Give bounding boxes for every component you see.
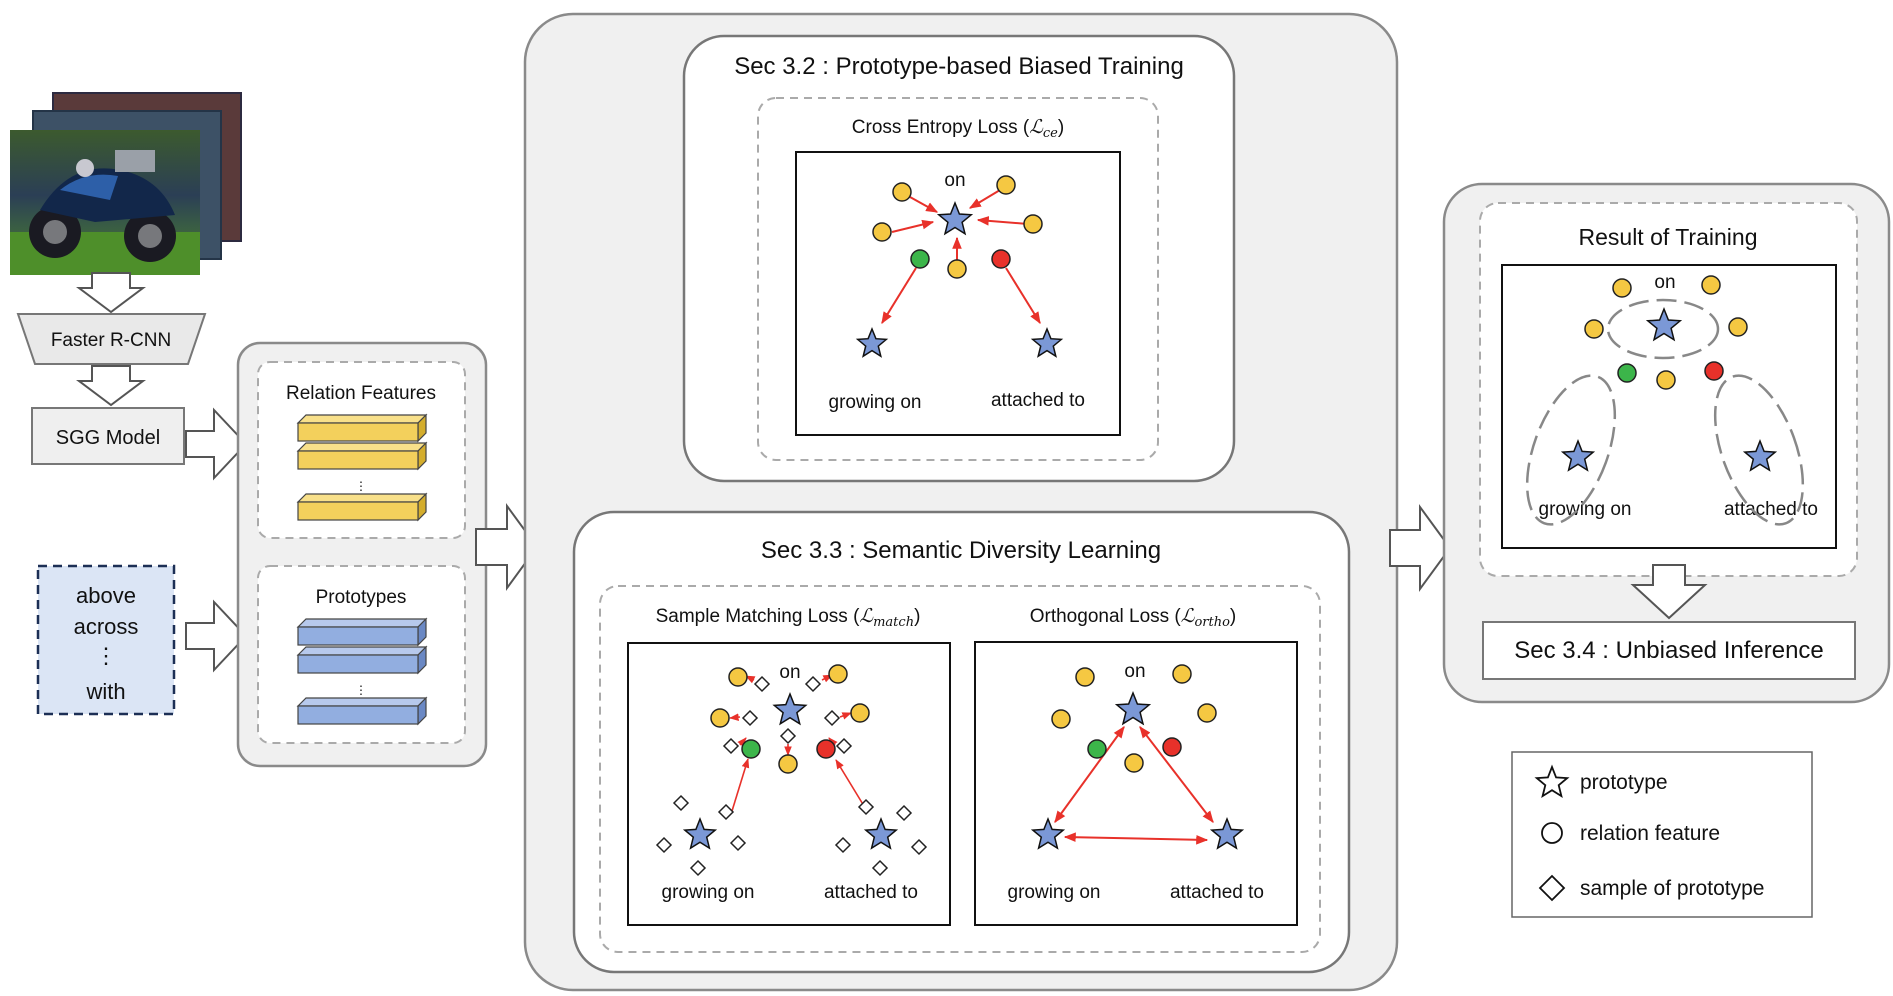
down-arrow-icon [76,365,146,407]
sec32-features [872,175,1043,279]
prototype-bar [296,617,428,647]
prototype-star-icon [1645,306,1683,342]
sec32-arrows [881,189,1041,325]
sec32-title: Sec 3.2 : Prototype-based Biased Trainin… [734,53,1184,80]
label-attached-to: attached to [824,882,918,903]
match-features [710,664,870,774]
prototype-star-icon [1030,816,1066,850]
label-on: on [1654,272,1675,293]
prototype-star-icon [1560,438,1596,472]
label-attached-to: attached to [1724,499,1818,520]
prototype-star-icon [855,326,889,358]
features-panel: Relation Features ⋮ Prototypes [236,341,488,768]
sgg-model-label: SGG Model [56,427,160,449]
sgg-model-block: SGG Model [31,407,185,465]
label-growing-on: growing on [1539,499,1632,520]
label-on: on [944,170,965,191]
result-title: Result of Training [1579,224,1758,250]
prototypes-title: Prototypes [316,587,407,608]
cross-entropy-loss-label: Cross Entropy Loss (ℒce) [852,116,1064,141]
prototype-bar [296,645,428,675]
sec33-title: Sec 3.3 : Semantic Diversity Learning [761,537,1161,564]
sample-diamonds [655,675,928,877]
down-arrow-icon [1630,564,1708,620]
prototype-star-icon [863,816,899,850]
prototype-star-icon [682,816,718,850]
predicate-word: with [85,679,125,704]
right-arrow-icon [185,599,248,673]
sec34-label: Sec 3.4 : Unbiased Inference [1514,637,1824,664]
prototypes-ellipsis: ⋮ [355,683,367,697]
input-image-stack [10,92,242,275]
label-growing-on: growing on [662,882,755,903]
legend-label: sample of prototype [1580,877,1764,900]
prototype-star-icon [936,200,974,236]
legend-label: relation feature [1580,822,1720,845]
predicate-words-box: above across ⋮ with [36,564,176,716]
relation-feature-bar [296,441,428,471]
legend: prototype relation feature sample of pro… [1511,751,1813,918]
legend-label: prototype [1580,771,1668,794]
label-growing-on: growing on [829,392,922,413]
circle-icon [1541,822,1563,844]
predicate-word: above [76,583,136,608]
sec33-panel: Sec 3.3 : Semantic Diversity Learning Sa… [572,510,1351,974]
right-arrow-icon [1389,503,1452,593]
result-panel: Result of Training on growing on attache… [1442,182,1891,704]
relation-feature-bar [296,492,428,522]
relation-features-ellipsis: ⋮ [355,479,367,493]
predicate-word: across [74,614,139,639]
orthogonal-subpanel: on growing on attached to [974,641,1298,926]
label-growing-on: growing on [1008,882,1101,903]
prototype-star-icon [1209,816,1245,850]
faster-rcnn-block: Faster R-CNN [16,313,207,365]
prototype-star-icon [1030,326,1064,358]
right-arrow-icon [475,502,539,592]
sec32-panel: Sec 3.2 : Prototype-based Biased Trainin… [682,34,1236,483]
sample-matching-loss-label: Sample Matching Loss (ℒmatch) [656,605,921,630]
sample-matching-subpanel: on growing on attached to [627,642,951,926]
prototype-star-icon [1742,438,1778,472]
cluster-ellipses [1525,298,1805,526]
faster-rcnn-label: Faster R-CNN [51,330,171,351]
diamond-icon [1538,874,1566,902]
down-arrow-icon [76,272,146,314]
prototype-star-icon [1114,690,1152,726]
orthogonal-loss-label: Orthogonal Loss (ℒortho) [1030,605,1237,630]
relation-features-title: Relation Features [286,383,436,404]
right-arrow-icon [185,407,248,481]
result-features [1584,275,1748,390]
prototype-star-icon [772,691,808,726]
label-attached-to: attached to [1170,882,1264,903]
label-on: on [779,662,800,683]
label-attached-to: attached to [991,390,1085,411]
star-icon [1534,764,1570,799]
ortho-features [1051,664,1217,773]
ortho-arrows [1054,726,1214,845]
prototype-bar [296,696,428,726]
predicate-ellipsis: ⋮ [95,643,117,668]
label-on: on [1124,661,1145,682]
sec34-box [1482,621,1856,680]
relation-feature-bar [296,413,428,443]
